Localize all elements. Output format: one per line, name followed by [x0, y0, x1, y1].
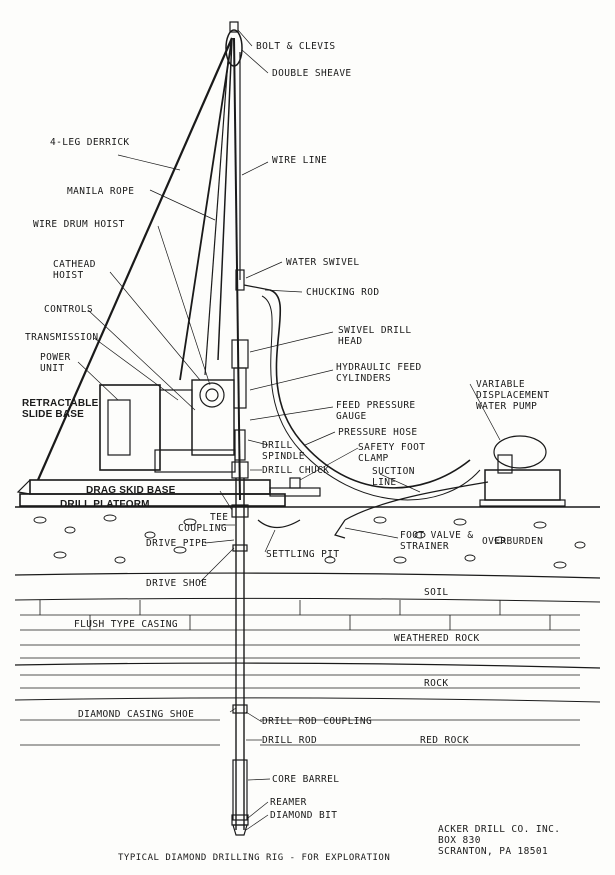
transmission [159, 389, 193, 451]
label-controls: CONTROLS [44, 304, 93, 315]
foot-valve [334, 519, 346, 539]
drill-chuck [231, 461, 249, 479]
label-suction-line: SUCTION LINE [372, 466, 415, 488]
soil-base [14, 597, 601, 603]
label-power-unit: POWER UNIT [40, 352, 71, 374]
label-diamond-casing-shoe: DIAMOND CASING SHOE [78, 709, 195, 720]
label-overburden: OVERBURDEN [482, 536, 544, 547]
label-pressure-hose: PRESSURE HOSE [338, 427, 418, 438]
swivel-drill-head [231, 339, 249, 369]
label-retractable-slide-base: RETRACTABLE SLIDE BASE [22, 398, 99, 420]
label-drill-rod-coupling: DRILL ROD COUPLING [262, 716, 373, 727]
label-wire-line: WIRE LINE [272, 155, 328, 166]
water-pump [484, 469, 561, 501]
label-wire-drum-hoist: WIRE DRUM HOIST [33, 219, 125, 230]
derrick-leg-inner [217, 37, 233, 361]
label-diamond-bit: DIAMOND BIT [270, 810, 338, 821]
label-foot-valve-strainer: FOOT VALVE & STRAINER [400, 530, 474, 552]
label-soil: SOIL [424, 587, 449, 598]
label-feed-pressure-gauge: FEED PRESSURE GAUGE [336, 400, 416, 422]
label-transmission: TRANSMISSION [25, 332, 99, 343]
label-flush-type-casing: FLUSH TYPE CASING [74, 619, 179, 630]
label-chucking-rod: CHUCKING ROD [306, 287, 380, 298]
double-sheave [225, 29, 243, 67]
label-drill-rod: DRILL ROD [262, 735, 318, 746]
label-coupling: COUPLING [178, 523, 227, 534]
label-bolt-clevis: BOLT & CLEVIS [256, 41, 336, 52]
derrick-leg-vertical [233, 37, 241, 501]
label-cathead-hoist: CATHEAD HOIST [53, 259, 96, 281]
label-settling-pit: SETTLING PIT [266, 549, 340, 560]
drill-platform [19, 493, 286, 507]
label-rock: ROCK [424, 678, 449, 689]
label-drill-platform: DRILL PLATFORM [60, 499, 150, 510]
diamond-bit [232, 824, 248, 836]
label-drill-spindle: DRILL SPINDLE [262, 440, 305, 462]
wire-drum-hoist [191, 379, 235, 456]
tee [231, 504, 249, 518]
derrick-leg-left [36, 37, 234, 481]
label-water-swivel: WATER SWIVEL [286, 257, 360, 268]
bolt-clevis [229, 21, 239, 33]
core-barrel [232, 759, 248, 821]
label-safety-foot-clamp: SAFETY FOOT CLAMP [358, 442, 426, 464]
diagram-caption: TYPICAL DIAMOND DRILLING RIG - FOR EXPLO… [118, 853, 391, 863]
label-drive-shoe: DRIVE SHOE [146, 578, 208, 589]
suction-line [344, 481, 489, 521]
drill-spindle [234, 429, 246, 461]
label-swivel-drill-head: SWIVEL DRILL HEAD [338, 325, 412, 347]
label-drive-pipe: DRIVE PIPE [146, 538, 208, 549]
label-reamer: REAMER [270, 797, 307, 808]
settling-pit [257, 519, 301, 529]
rock-base [14, 697, 601, 703]
label-drill-chuck: DRILL CHUCK [262, 465, 330, 476]
label-core-barrel: CORE BARREL [272, 774, 340, 785]
derrick-leg-mid [179, 37, 233, 381]
label-tee: TEE [210, 512, 229, 523]
label-variable-displacement-pump: VARIABLE DISPLACEMENT WATER PUMP [476, 379, 550, 412]
label-drag-skid-base: DRAG SKID BASE [86, 485, 176, 496]
label-manila-rope: MANILA ROPE [67, 186, 135, 197]
label-hydraulic-feed-cylinders: HYDRAULIC FEED CYLINDERS [336, 362, 422, 384]
label-weathered-rock: WEATHERED ROCK [394, 633, 480, 644]
water-swivel [235, 269, 245, 291]
overburden-base [14, 572, 601, 579]
pressure-hose [269, 289, 471, 489]
drive-shoe [232, 544, 248, 552]
company-address: ACKER DRILL CO. INC. BOX 830 SCRANTON, P… [438, 824, 561, 857]
weathered-rock-base [14, 662, 601, 669]
diamond-casing-shoe [232, 704, 248, 714]
label-double-sheave: DOUBLE SHEAVE [272, 68, 352, 79]
manila-rope [204, 59, 229, 376]
label-four-leg-derrick: 4-LEG DERRICK [50, 137, 130, 148]
label-red-rock: RED ROCK [420, 735, 469, 746]
